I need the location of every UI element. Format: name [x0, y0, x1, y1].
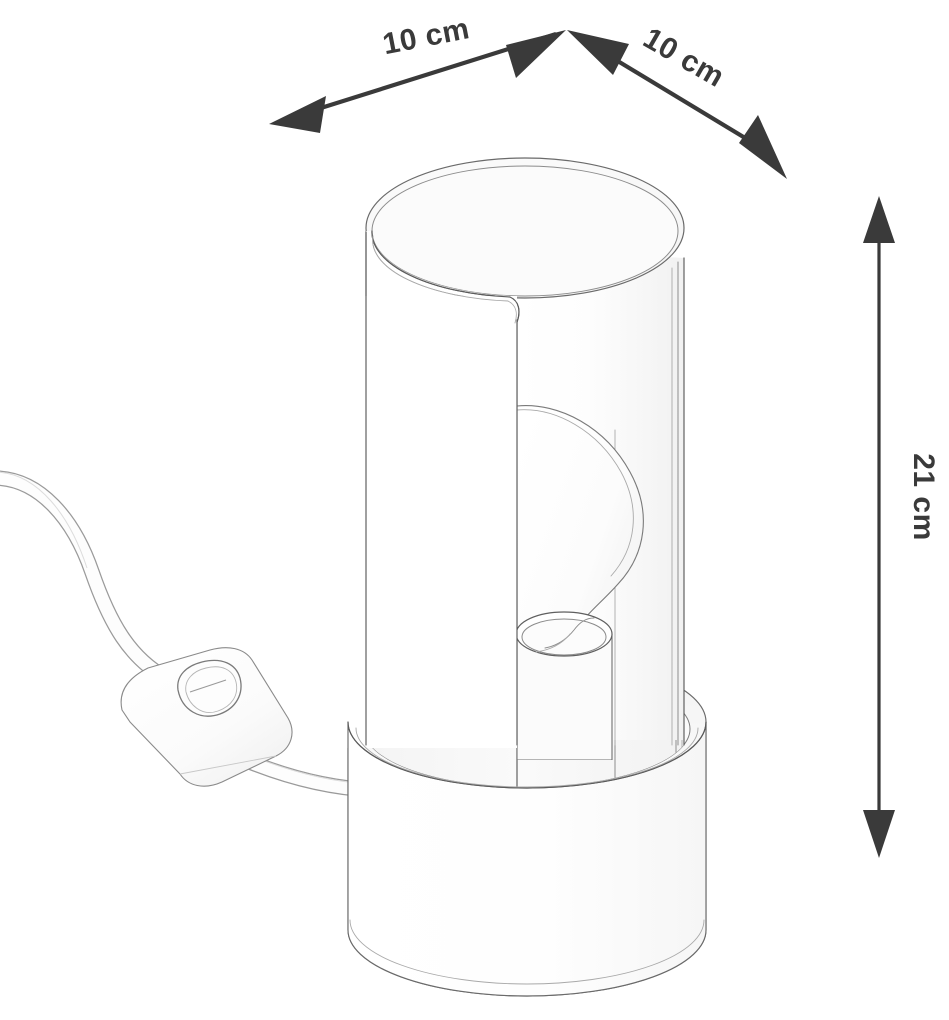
switch-rocker-inner: [185, 666, 238, 713]
dimension-label-width-left: 10 cm: [380, 12, 472, 61]
shade-left-mask: [330, 296, 517, 748]
switch-body-edge: [179, 755, 277, 775]
bulb-globe-highlight: [517, 409, 634, 577]
cord-upper-fill: [0, 471, 173, 685]
switch-body[interactable]: [120, 647, 293, 787]
cord-upper-highlight: [0, 471, 88, 569]
bulb-neck-edge2: [535, 633, 571, 653]
base-rim-front-arc-inner: [355, 727, 699, 788]
base-bottom-thickness-overlay: [349, 919, 705, 985]
dimension-depth-right: 10 cm: [567, 22, 787, 179]
shade-cut-curve-top: [371, 230, 520, 323]
dimension-height-right: 21 cm: [863, 196, 940, 858]
arrowhead-left-outer: [269, 96, 326, 133]
dimension-width-left: 10 cm: [269, 12, 566, 133]
shade-top-rim-inner: [371, 165, 679, 297]
base-rim-front-arc: [347, 721, 707, 789]
arrowhead-height-bottom: [863, 810, 895, 858]
arrowhead-right-outer: [739, 115, 787, 179]
socket-rim-inner: [521, 618, 607, 656]
shade-cut-curve-shadow-top: [372, 235, 517, 324]
arrowhead-right-inner: [567, 30, 629, 75]
light-bulb-assembly: [517, 405, 644, 760]
cord-switch[interactable]: [120, 647, 293, 787]
arrowhead-left-inner: [506, 30, 566, 78]
switch-rocker-groove: [189, 679, 227, 693]
bulb-neck-edge: [544, 617, 595, 649]
cord-upper-casing: [0, 470, 174, 686]
dimension-label-height: 21 cm: [907, 453, 940, 541]
arrowhead-height-top: [863, 196, 895, 243]
switch-rocker-button[interactable]: [177, 659, 242, 717]
